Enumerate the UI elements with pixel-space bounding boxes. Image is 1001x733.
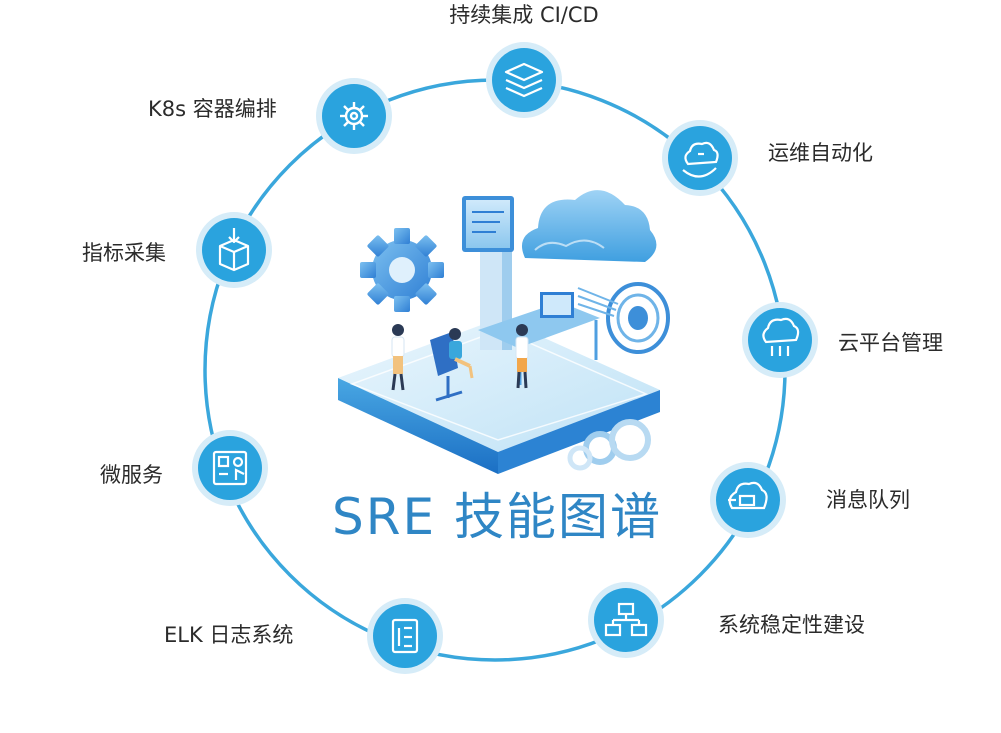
server-tower — [462, 196, 514, 350]
layers-icon — [504, 62, 544, 98]
node-circle — [716, 468, 780, 532]
node-label: 运维自动化 — [768, 141, 873, 165]
collect-box-icon — [218, 228, 250, 272]
cloud-network-icon — [762, 317, 800, 356]
node-label: ELK 日志系统 — [164, 623, 293, 647]
node-system-stability: 系统稳定性建设 — [588, 582, 865, 658]
node-circle — [198, 436, 262, 500]
gear-illustration — [360, 228, 444, 312]
person-standing-right — [515, 324, 529, 389]
node-label: 指标采集 — [82, 241, 166, 265]
cloud-message-icon — [728, 481, 768, 510]
node-microservices: 微服务 — [100, 430, 268, 506]
node-label: 系统稳定性建设 — [718, 613, 865, 637]
node-label: 持续集成 CI/CD — [449, 3, 598, 27]
document-icon — [391, 618, 419, 654]
node-label: 云平台管理 — [838, 331, 943, 355]
node-ci-cd: 持续集成 CI/CD — [449, 3, 599, 118]
diagram-title: SRE 技能图谱 — [332, 488, 662, 546]
node-label: K8s 容器编排 — [148, 97, 277, 121]
node-cloud-platform: 云平台管理 — [742, 302, 943, 378]
microservice-icon — [212, 450, 248, 486]
central-illustration — [338, 190, 670, 474]
node-metrics-collection: 指标采集 — [82, 212, 272, 288]
cloud-sync-icon — [682, 141, 719, 178]
node-label: 微服务 — [100, 463, 163, 487]
node-circle — [322, 84, 386, 148]
small-gears — [567, 419, 651, 471]
node-k8s-orchestration: K8s 容器编排 — [148, 78, 392, 154]
cloud-illustration — [521, 190, 657, 262]
node-elk-logging: ELK 日志系统 — [164, 598, 443, 674]
node-label: 消息队列 — [826, 488, 910, 512]
isometric-platform — [338, 318, 660, 474]
target-rings — [577, 282, 670, 354]
node-ops-automation: 运维自动化 — [662, 120, 873, 196]
gear-icon — [340, 102, 368, 130]
node-circle — [202, 218, 266, 282]
person-sitting — [449, 328, 474, 379]
node-message-queue: 消息队列 — [710, 462, 910, 538]
node-circle — [668, 126, 732, 190]
person-standing-left — [391, 324, 405, 391]
hierarchy-icon — [604, 602, 648, 637]
